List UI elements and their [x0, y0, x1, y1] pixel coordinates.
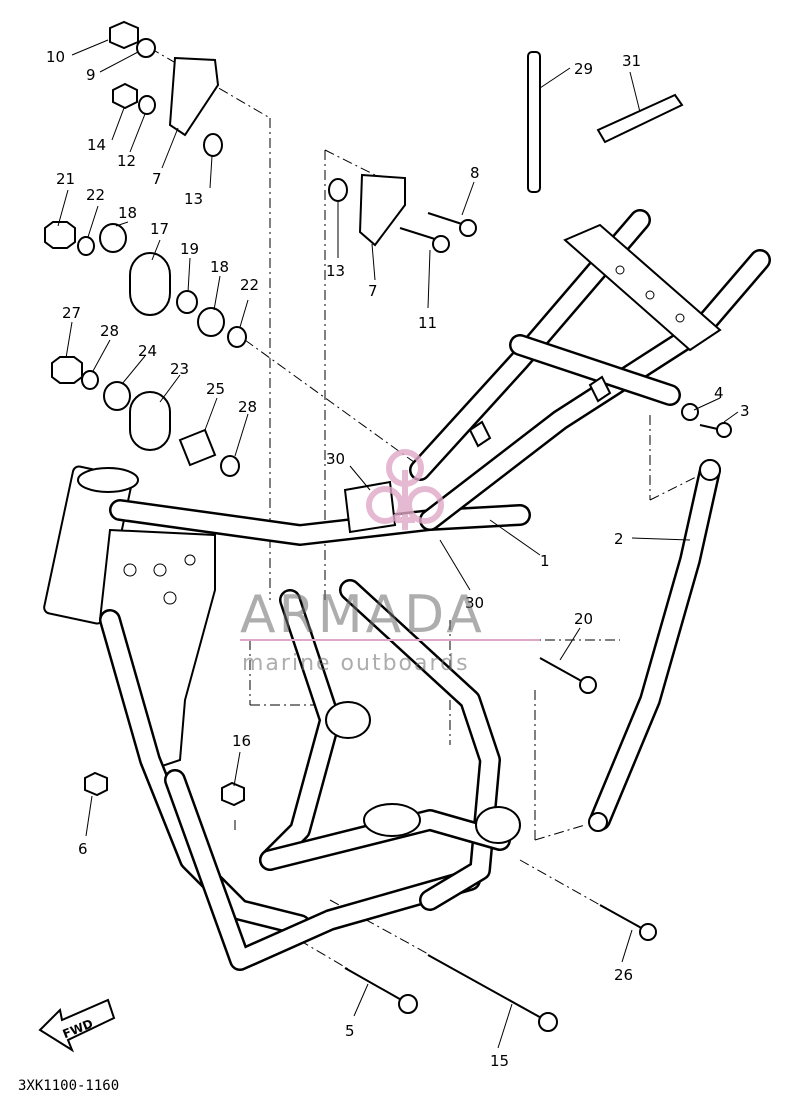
- label-4: 4: [714, 384, 724, 402]
- label-6: 6: [78, 840, 88, 858]
- label-11: 11: [418, 314, 437, 332]
- hardware-column: [44, 20, 247, 807]
- part-2-strut: [588, 459, 721, 832]
- label-10: 10: [46, 48, 65, 66]
- part-number-labels: 10 9 14 12 7 13 21 22 18 17 19 18 22 27 …: [46, 48, 750, 1070]
- label-7: 7: [152, 170, 162, 188]
- label-13: 13: [184, 190, 203, 208]
- label-9: 9: [86, 66, 96, 84]
- watermark-logo: [366, 449, 444, 530]
- label-2: 2: [614, 530, 624, 548]
- rear-subframe: [409, 209, 771, 531]
- label-7b: 7: [368, 282, 378, 300]
- label-28b: 28: [238, 398, 257, 416]
- label-22b: 22: [240, 276, 259, 294]
- part-7-bracket-b: [358, 173, 406, 247]
- label-20: 20: [574, 610, 593, 628]
- label-leaders: [57, 39, 739, 1049]
- label-22: 22: [86, 186, 105, 204]
- label-30a: 30: [326, 450, 345, 468]
- label-28: 28: [100, 322, 119, 340]
- label-29: 29: [574, 60, 593, 78]
- label-24: 24: [138, 342, 157, 360]
- label-15: 15: [490, 1052, 509, 1070]
- label-18: 18: [118, 204, 137, 222]
- label-16: 16: [232, 732, 251, 750]
- watermark: ARMADA marine outboards: [240, 449, 540, 676]
- label-17: 17: [150, 220, 169, 238]
- watermark-brand: ARMADA: [240, 585, 485, 645]
- part-7-bracket: [168, 56, 220, 137]
- label-30b: 30: [465, 594, 484, 612]
- label-14: 14: [87, 136, 106, 154]
- drawing-code: 3XK1100-1160: [18, 1078, 119, 1094]
- label-25: 25: [206, 380, 225, 398]
- bolts: [344, 657, 657, 1032]
- label-31: 31: [622, 52, 641, 70]
- label-1: 1: [540, 552, 550, 570]
- label-3: 3: [740, 402, 750, 420]
- watermark-tagline: marine outboards: [242, 651, 470, 676]
- label-13b: 13: [326, 262, 345, 280]
- head-tube-top: [77, 467, 139, 493]
- label-23: 23: [170, 360, 189, 378]
- label-19: 19: [180, 240, 199, 258]
- rear-fender-mount: [563, 223, 722, 352]
- main-frame: [43, 465, 531, 971]
- label-18b: 18: [210, 258, 229, 276]
- label-8: 8: [470, 164, 480, 182]
- label-27: 27: [62, 304, 81, 322]
- label-26: 26: [614, 966, 633, 984]
- label-12: 12: [117, 152, 136, 170]
- label-5: 5: [345, 1022, 355, 1040]
- fwd-arrow: FWD: [38, 998, 116, 1053]
- label-21: 21: [56, 170, 75, 188]
